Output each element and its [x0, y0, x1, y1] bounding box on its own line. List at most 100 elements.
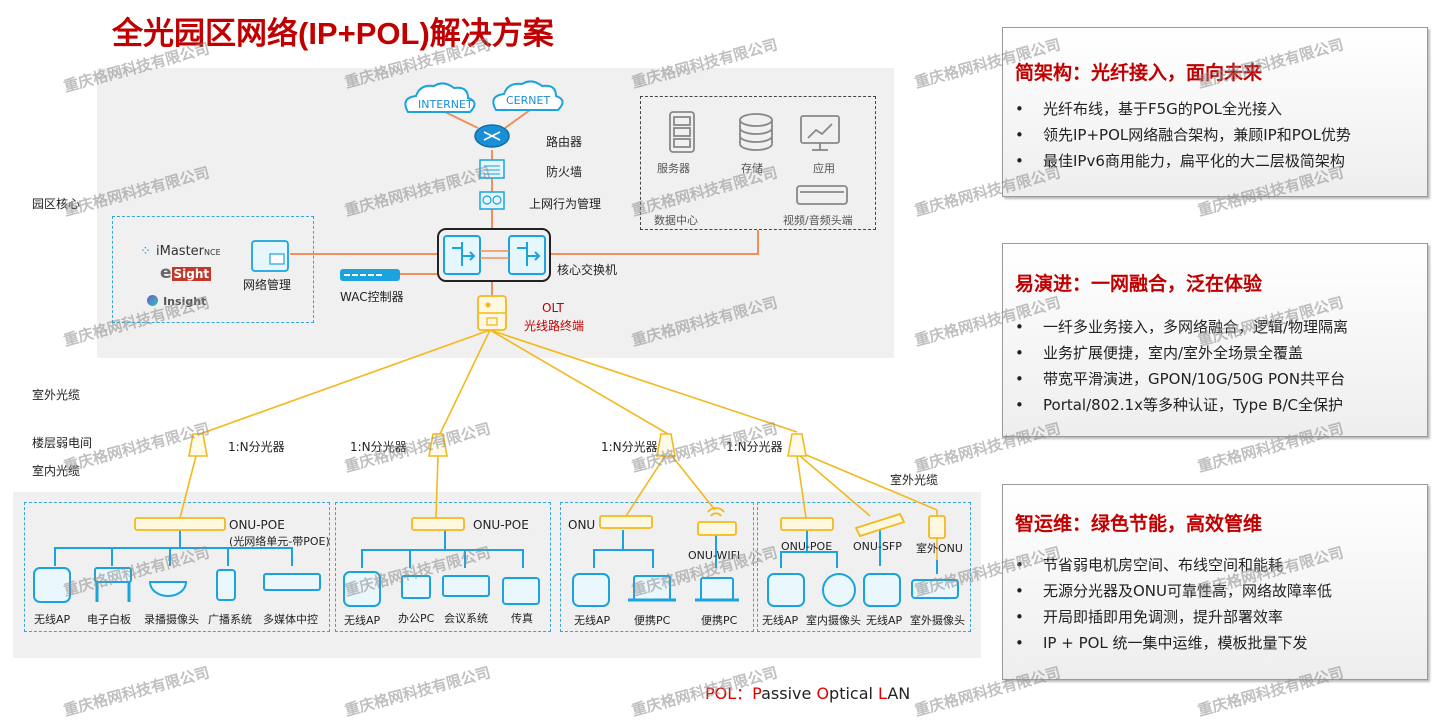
cloud-cernet-label: CERNET — [506, 94, 551, 107]
card-bullet: •领先IP+POL网络融合架构，兼顾IP和POL优势 — [1015, 126, 1351, 144]
cernet-cloud-icon — [492, 80, 564, 111]
outdoor-onu-icon — [928, 515, 946, 539]
device-label: 无线AP — [344, 614, 381, 627]
behavior-mgmt-label: 上网行为管理 — [529, 197, 602, 211]
fiber-olt-splitter-4 — [489, 329, 798, 433]
card-heading: 智运维：绿色节能，高效管维 — [1015, 514, 1263, 535]
wireless-ap-icon — [863, 573, 901, 607]
indoor-camera-icon — [822, 573, 856, 607]
network-management-label: 网络管理 — [243, 278, 292, 292]
fiber-olt-splitter-2 — [439, 329, 491, 435]
firewall-label: 防火墙 — [546, 165, 583, 179]
card-bullet: •一纤多业务接入，多网络融合，逻辑/物理隔离 — [1015, 318, 1349, 336]
multimedia-control-icon — [263, 573, 321, 591]
wireless-ap-icon — [33, 567, 71, 603]
card-bullet: •光纤布线，基于F5G的POL全光接入 — [1015, 100, 1283, 118]
card-bullet: •Portal/802.1x等多种认证，Type B/C全保护 — [1015, 396, 1344, 414]
fiber-splitter3-onuwifi — [671, 455, 716, 511]
office-pc-icon — [401, 575, 431, 599]
device-label: 无线AP — [866, 614, 903, 627]
onu-poe-3-icon — [780, 517, 834, 531]
device-label: 办公PC — [398, 612, 435, 625]
insight-logo: Insight — [147, 290, 206, 309]
insight-icon — [147, 295, 158, 306]
pol-definition: POL：Passive Optical LAN — [705, 684, 911, 703]
laptop-icon — [633, 575, 671, 601]
group-1-box — [24, 502, 330, 632]
imaster-dot-icon: ⁘ — [140, 244, 151, 259]
fiber-splitter3-onu — [625, 455, 666, 517]
device-label: 室内摄像头 — [806, 614, 861, 627]
group3-onu-label: ONU — [568, 518, 596, 532]
device-label: 录播摄像头 — [144, 613, 199, 626]
group-3-box — [560, 502, 754, 632]
av-headend-icon — [796, 185, 848, 205]
card-bullet: •最佳IPv6商用能力，扁平化的大二层极简架构 — [1015, 152, 1345, 170]
internet-cloud-icon — [404, 82, 476, 113]
fiber-splitter4-onusfp — [799, 455, 871, 517]
data-center-box — [640, 96, 876, 230]
feature-card-simple-architecture: 简架构：光纤接入，面向未来 •光纤布线，基于F5G的POL全光接入 •领先IP+… — [1002, 27, 1428, 197]
page-title: 全光园区网络(IP+POL)解决方案 — [112, 16, 554, 51]
line-internet-router — [444, 111, 479, 129]
splitter-2-icon — [428, 433, 448, 457]
zone-label-indoor-cable: 室内光缆 — [32, 464, 81, 478]
device-label: 无线AP — [34, 613, 71, 626]
onu-icon — [599, 515, 653, 529]
line-core-datacenter — [551, 230, 759, 255]
imaster-nce-logo: ⁘ iMasterNCE — [140, 244, 221, 259]
zone-label-floor-room: 楼层弱电间 — [32, 436, 93, 450]
onu-poe-2-icon — [411, 517, 465, 531]
group-2-box — [335, 502, 551, 632]
device-label: 多媒体中控 — [263, 613, 318, 626]
card-bullet: •开局即插即用免调测，提升部署效率 — [1015, 608, 1284, 626]
application-label: 应用 — [813, 162, 835, 175]
zone-label-campus-core: 园区核心 — [32, 197, 81, 211]
wireless-ap-icon — [572, 573, 610, 607]
zone-label-outdoor-cable-right: 室外光缆 — [890, 473, 939, 487]
group3-onu-wifi-label: ONU-WIFI — [688, 549, 741, 562]
outdoor-camera-icon — [911, 579, 959, 599]
network-management-box — [112, 216, 314, 323]
splitter-2-label: 1:N分光器 — [350, 440, 407, 454]
group4-outdoor-onu-label: 室外ONU — [916, 542, 963, 555]
feature-card-easy-evolution: 易演进：一网融合，泛在体验 •一纤多业务接入，多网络融合，逻辑/物理隔离 •业务… — [1002, 243, 1428, 437]
feature-card-smart-ops: 智运维：绿色节能，高效管维 •节省弱电机房空间、布线空间和能耗 •无源分光器及O… — [1002, 484, 1428, 680]
card-bullets: •一纤多业务接入，多网络融合，逻辑/物理隔离 •业务扩展便捷，室内/室外全场景全… — [1015, 314, 1348, 418]
wireless-ap-icon — [343, 571, 381, 607]
onu-wifi-icon — [697, 521, 737, 536]
fiber-olt-splitter-3 — [489, 329, 669, 435]
group-4-box — [757, 502, 971, 632]
splitter-1-icon — [188, 433, 208, 457]
device-label: 电子白板 — [87, 613, 131, 626]
fax-icon — [502, 577, 540, 605]
group2-onu-label: ONU-POE — [473, 518, 529, 532]
router-label: 路由器 — [546, 135, 583, 149]
card-heading: 简架构：光纤接入，面向未来 — [1015, 63, 1263, 84]
fiber-splitter2-onu — [435, 455, 439, 519]
device-label: 传真 — [511, 612, 533, 625]
laptop-icon — [700, 577, 734, 601]
firewall-icon — [479, 159, 505, 179]
card-bullets: •光纤布线，基于F5G的POL全光接入 •领先IP+POL网络融合架构，兼顾IP… — [1015, 96, 1351, 174]
wifi-icon — [707, 507, 725, 517]
onu-sfp-icon — [854, 512, 906, 538]
card-bullet: •节省弱电机房空间、布线空间和能耗 — [1015, 556, 1284, 574]
fiber-splitter4-outdooronu — [803, 453, 938, 511]
card-bullet: •带宽平滑演进，GPON/10G/50G PON共平台 — [1015, 370, 1346, 388]
device-label: 广播系统 — [208, 613, 252, 626]
device-label: 室外摄像头 — [910, 614, 965, 627]
server-label: 服务器 — [657, 162, 690, 175]
group4-onu-sfp-label: ONU-SFP — [853, 540, 902, 553]
card-bullets: •节省弱电机房空间、布线空间和能耗 •无源分光器及ONU可靠性高，网络故障率低 … — [1015, 552, 1332, 656]
wac-controller-label: WAC控制器 — [340, 290, 404, 304]
core-switch-group — [437, 228, 551, 282]
onu-poe-1-icon — [134, 517, 226, 531]
splitter-4-icon — [787, 433, 807, 457]
olt-desc-label: 光线路终端 — [524, 319, 585, 333]
conference-system-icon — [442, 575, 490, 597]
group1-onu-sub-label: (光网络单元-带POE) — [229, 535, 330, 548]
fiber-splitter1-onu — [179, 455, 197, 519]
